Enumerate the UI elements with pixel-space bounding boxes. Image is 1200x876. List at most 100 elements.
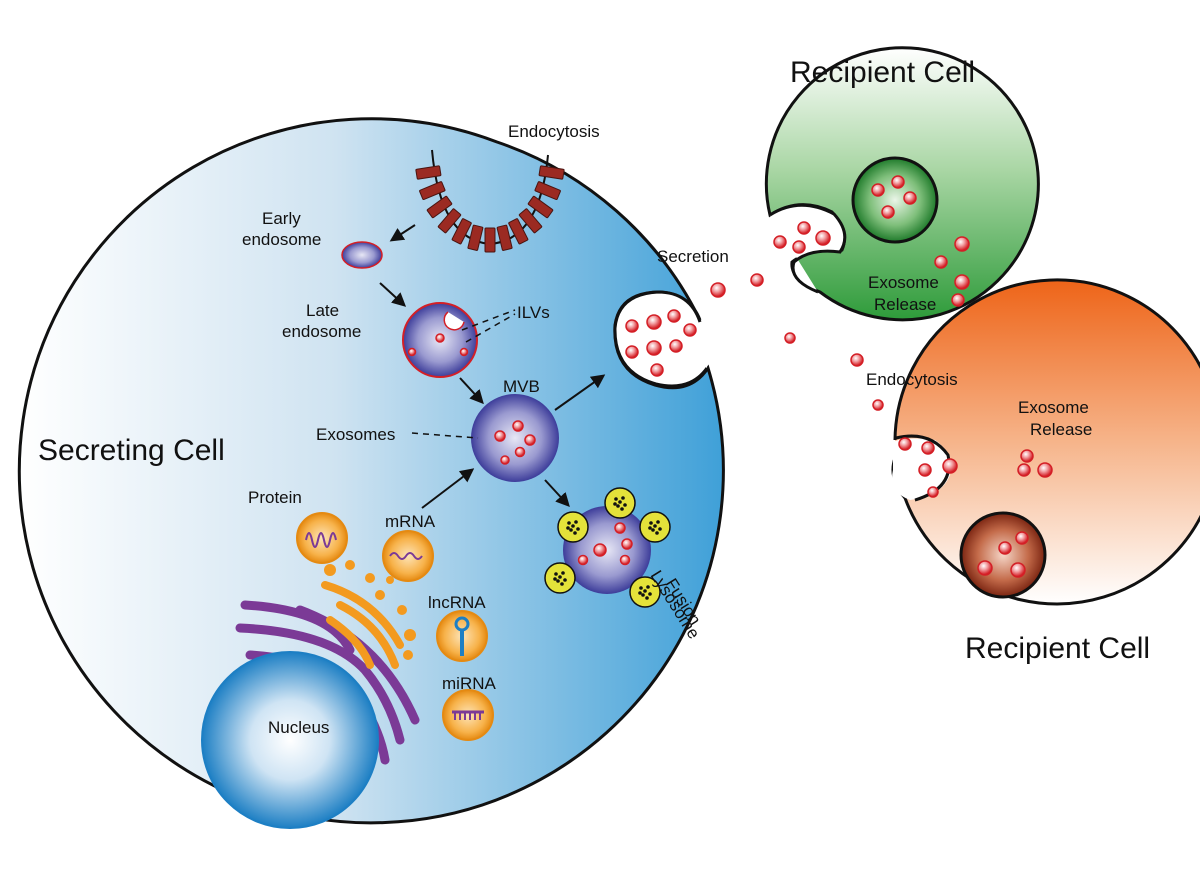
early-endosome-label-2: endosome <box>242 230 321 249</box>
exosome-icon <box>621 538 633 550</box>
exosome-release-top-label-2: Release <box>874 295 936 314</box>
orange-vesicles <box>321 581 404 669</box>
mrna-cargo <box>382 530 434 582</box>
exosome-icon <box>951 293 965 307</box>
arrow-icon <box>379 224 606 509</box>
exosome-icon <box>646 314 662 330</box>
exosome-icon <box>921 441 935 455</box>
receptor-icon <box>419 181 446 201</box>
recipient-cell-bottom-label: Recipient Cell <box>965 632 1150 665</box>
receptor-icon <box>496 224 513 251</box>
exosome-icon <box>927 486 939 498</box>
lysosome-granule <box>558 575 562 579</box>
exosome-icon <box>934 255 948 269</box>
ilv-budding <box>443 311 465 331</box>
lysosome-granule <box>563 578 567 582</box>
lysosome-granule <box>641 593 645 597</box>
exosome-icon <box>625 319 639 333</box>
lysosome-granule <box>614 497 618 501</box>
lysosome-granule <box>569 528 573 532</box>
exosome-icon <box>792 240 806 254</box>
exosome-icon <box>918 463 932 477</box>
lysosome-granule <box>658 527 662 531</box>
exosome-icon <box>683 323 697 337</box>
lysosome-granule <box>643 589 647 593</box>
lysosome-granule <box>556 579 560 583</box>
early-endosome <box>341 241 383 269</box>
receptor-icon <box>437 208 462 234</box>
lysosome-granule <box>561 571 565 575</box>
exosome-icon <box>500 455 510 465</box>
exosome-icon <box>1010 562 1026 578</box>
exosome-icon <box>1017 463 1031 477</box>
protein-label: Protein <box>248 488 302 507</box>
lysosome-granule <box>646 585 650 589</box>
exosome-icon <box>797 221 811 235</box>
exosome-release-top-label-1: Exosome <box>868 273 939 292</box>
dashed-leaders <box>411 309 516 439</box>
late-endosome-label-2: endosome <box>282 322 361 341</box>
orange-dots <box>324 560 416 660</box>
exosome-icon <box>784 332 796 344</box>
lysosome-granule <box>566 526 570 530</box>
lysosome-granule <box>620 507 624 511</box>
secretion-label: Secretion <box>657 247 729 266</box>
lysosome-icon <box>544 487 671 608</box>
exosome-icon <box>872 399 884 411</box>
exosome-icon <box>942 458 958 474</box>
exosome-icon <box>435 333 445 343</box>
receptor-icon <box>518 208 543 234</box>
exosome-icon <box>514 446 526 458</box>
lysosome-granule <box>655 531 659 535</box>
lysosome-granule <box>651 528 655 532</box>
lysosome-granule <box>639 586 643 590</box>
lysosome-granule <box>573 531 577 535</box>
exosome-icon <box>619 554 631 566</box>
exosome-icon <box>750 273 764 287</box>
endocytosis-top-label: Endocytosis <box>508 122 600 141</box>
lysosome-granule <box>648 526 652 530</box>
exosome-release-bottom-label-2: Release <box>1030 420 1092 439</box>
protein-cargo <box>296 512 348 564</box>
exosome-icon <box>954 274 970 290</box>
exosome-icon <box>646 340 662 356</box>
secreting-cell-label: Secreting Cell <box>38 434 225 467</box>
exosome-icon <box>1037 462 1053 478</box>
exosome-icon <box>577 554 589 566</box>
lysosome-granule <box>576 527 580 531</box>
lysosome-granule <box>649 521 653 525</box>
lysosome-granule <box>616 504 620 508</box>
lysosome-granule <box>638 591 642 595</box>
recipient-cell-bottom <box>891 278 1200 606</box>
exosome-release-bottom-label-1: Exosome <box>1018 398 1089 417</box>
mirna-label: miRNA <box>442 674 496 693</box>
receptor-icon <box>426 195 453 219</box>
mvb <box>471 394 559 482</box>
recipient-nucleus-top <box>851 156 939 244</box>
exosome-icon <box>881 205 895 219</box>
lysosome-granule <box>571 524 575 528</box>
exosome-icon <box>512 420 524 432</box>
exosomes-label: Exosomes <box>316 425 395 444</box>
receptor-icon <box>467 224 484 251</box>
lysosome-granule <box>648 592 652 596</box>
lysosome-granule <box>653 524 657 528</box>
exosome-icon <box>954 236 970 252</box>
exosome-icon <box>459 347 469 357</box>
receptor-icon <box>527 195 554 219</box>
mvb-label: MVB <box>503 377 540 396</box>
exosome-icon <box>524 434 536 446</box>
exosome-icon <box>850 353 864 367</box>
receptor-icon <box>538 165 565 180</box>
exosome-icon <box>593 543 607 557</box>
exosome-icon <box>1015 531 1029 545</box>
late-endosome-label-1: Late <box>306 301 339 320</box>
lysosome-granule <box>621 496 625 500</box>
lncrna-cargo <box>436 610 488 662</box>
exosome-icon <box>1020 449 1034 463</box>
secretion-pocket <box>613 290 709 388</box>
nucleus-label: Nucleus <box>268 718 329 737</box>
exosome-icon <box>407 175 1053 578</box>
lysosome-granule <box>567 521 571 525</box>
